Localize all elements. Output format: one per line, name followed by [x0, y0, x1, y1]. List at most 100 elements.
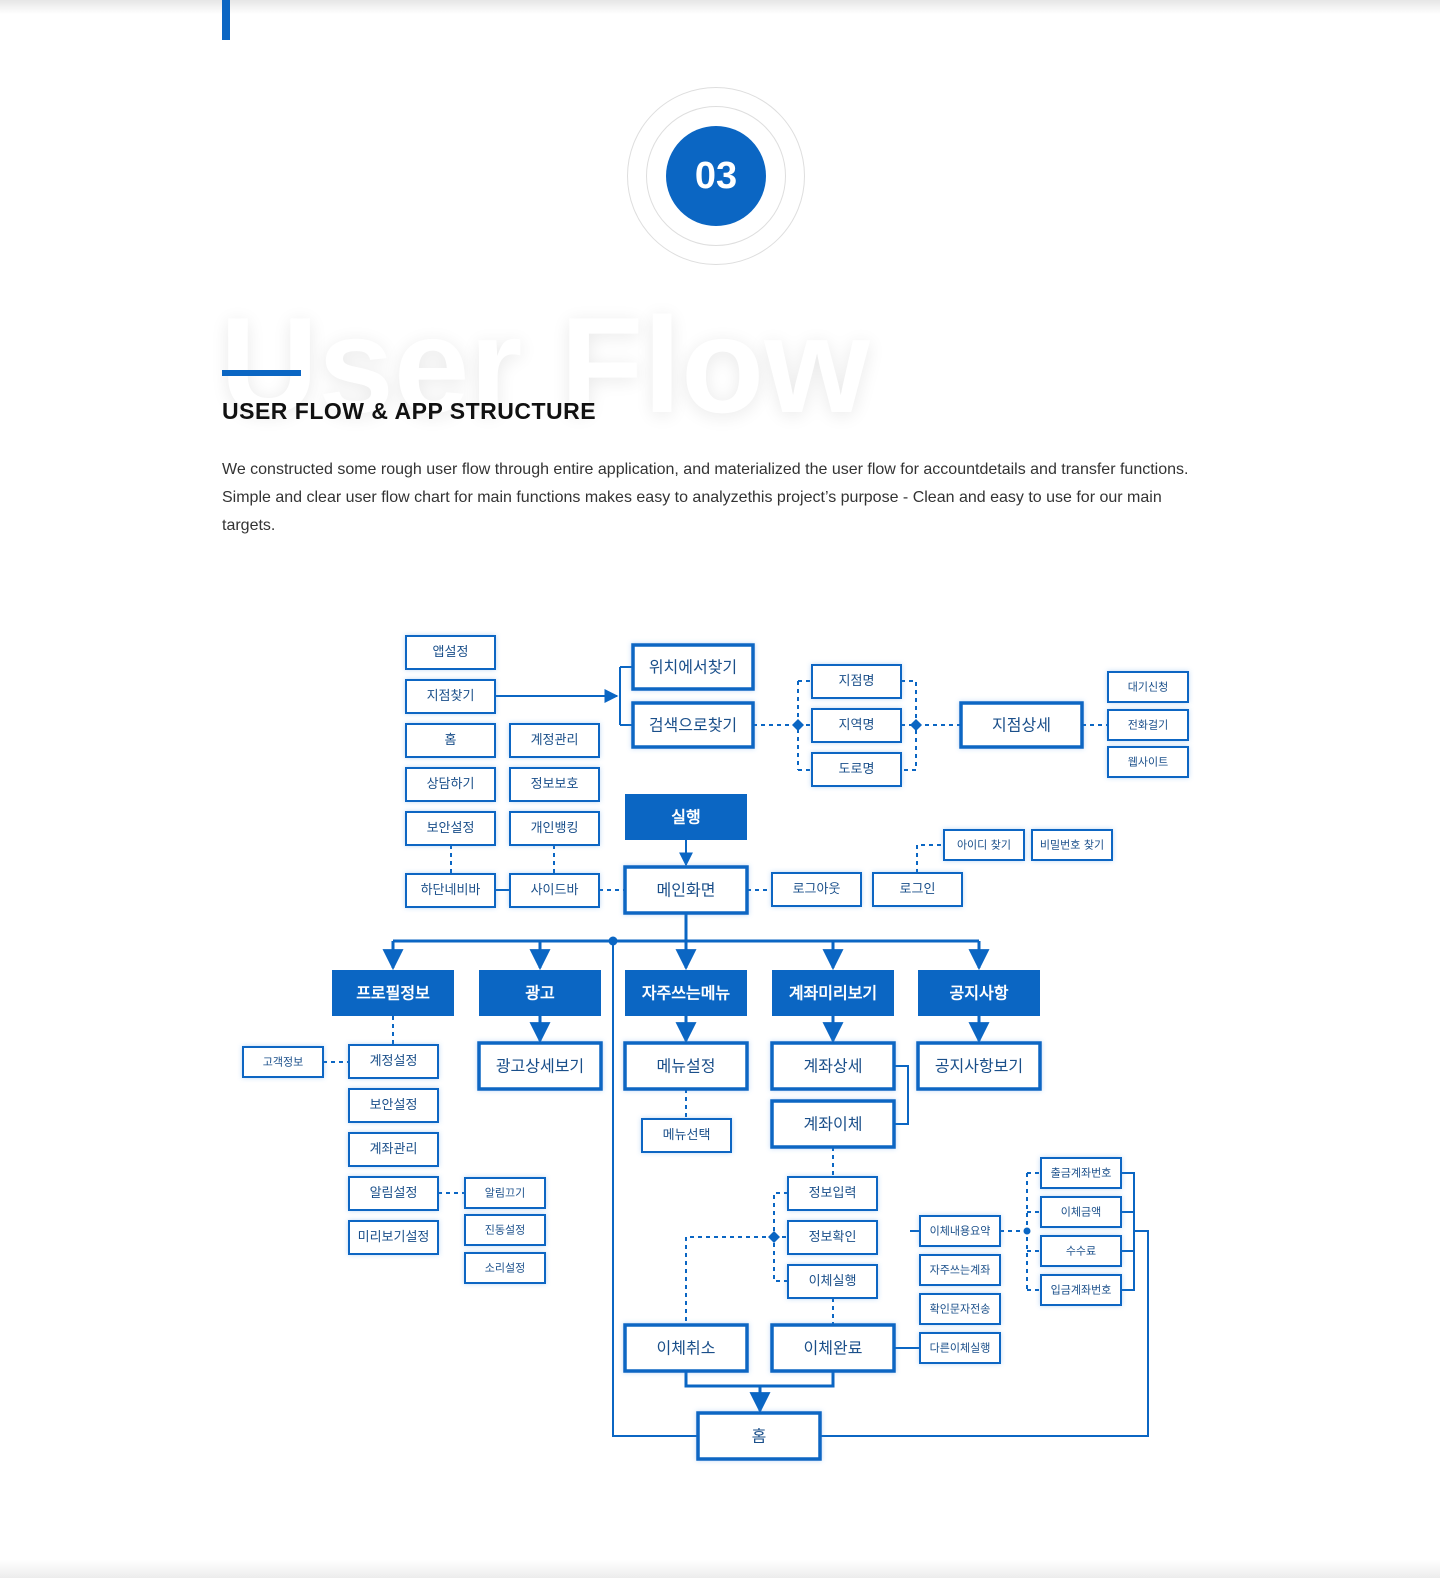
flow-node-menu-select: 메뉴선택 — [641, 1118, 732, 1153]
flow-node-ad-detail: 광고상세보기 — [477, 1041, 603, 1091]
flow-node-label: 보안설정 — [427, 821, 475, 836]
flow-node-account-manage: 계정관리 — [509, 723, 600, 758]
flow-node-label: 앱설정 — [433, 645, 469, 660]
flow-node-security-setting: 보안설정 — [405, 811, 496, 846]
flow-node-label: 미리보기설정 — [358, 1230, 430, 1245]
solid-connector — [894, 1065, 909, 1125]
flow-node-home-final: 홈 — [696, 1411, 822, 1461]
flow-node-label: 로그아웃 — [793, 882, 841, 897]
flow-node-consult: 상담하기 — [405, 767, 496, 802]
flow-node-label: 지점명 — [839, 674, 875, 689]
flow-node-label: 지점찾기 — [427, 689, 475, 704]
flow-node-label: 도로명 — [839, 762, 875, 777]
flow-node-account-setting: 계정설정 — [348, 1044, 439, 1079]
flow-node-branch-detail: 지점상세 — [959, 701, 1084, 749]
flow-node-label: 이체내용요약 — [930, 1224, 991, 1238]
flow-node-transfer-summary: 이체내용요약 — [919, 1215, 1001, 1247]
flow-node-info-confirm: 정보확인 — [787, 1220, 878, 1255]
solid-connector — [1121, 1172, 1135, 1291]
flow-node-profile: 프로필정보 — [332, 970, 454, 1016]
flow-node-account-preview: 계좌미리보기 — [772, 970, 894, 1016]
flow-node-label: 소리설정 — [485, 1262, 525, 1275]
flow-node-label: 계정설정 — [370, 1054, 418, 1069]
flow-node-label: 정보보호 — [531, 777, 579, 792]
flow-node-fee: 수수료 — [1040, 1235, 1122, 1267]
flow-node-branch-find: 지점찾기 — [405, 679, 496, 714]
flow-node-label: 메인화면 — [657, 881, 716, 900]
flow-node-find-password: 비밀번호 찾기 — [1031, 829, 1113, 861]
flow-node-label: 다른이체실행 — [930, 1342, 991, 1355]
flow-node-transfer-amount: 이체금액 — [1040, 1196, 1122, 1228]
flow-node-label: 계좌미리보기 — [789, 984, 877, 1003]
title-accent-bar — [222, 370, 301, 376]
section-number-ring-outer — [627, 87, 805, 265]
flow-node-label: 개인뱅킹 — [531, 821, 579, 836]
flow-node-notification-off: 알림끄기 — [464, 1177, 546, 1209]
flow-node-customer-info: 고객정보 — [242, 1046, 324, 1078]
flow-node-bottom-nav: 하단네비바 — [405, 873, 496, 908]
flow-node-label: 광고 — [525, 984, 555, 1003]
connector-junction-dot — [910, 719, 922, 731]
flow-node-label: 하단네비바 — [421, 883, 481, 898]
bottom-shadow — [0, 1560, 1440, 1578]
flow-node-account-management: 계좌관리 — [348, 1132, 439, 1167]
top-accent-bar — [222, 0, 230, 40]
flow-node-label: 정보입력 — [809, 1186, 857, 1201]
flow-node-call: 전화걸기 — [1107, 709, 1189, 741]
flow-node-road-name: 도로명 — [811, 752, 902, 787]
flow-node-find-by-location: 위치에서찾기 — [631, 643, 755, 691]
solid-connector — [820, 1230, 1149, 1437]
flow-node-label: 광고상세보기 — [496, 1057, 584, 1076]
flow-node-label: 비밀번호 찾기 — [1040, 839, 1104, 852]
flow-node-label: 대기신청 — [1128, 681, 1168, 694]
flow-node-transfer-execute: 이체실행 — [787, 1264, 878, 1299]
flow-node-label: 진동설정 — [485, 1224, 525, 1237]
flow-node-label: 이체취소 — [657, 1339, 716, 1358]
flow-node-logout: 로그아웃 — [771, 872, 862, 907]
flow-node-label: 메뉴선택 — [663, 1128, 711, 1143]
flow-node-label: 자주쓰는메뉴 — [642, 984, 731, 1003]
flow-node-frequent-menu: 자주쓰는메뉴 — [625, 970, 747, 1016]
flow-node-label: 홈 — [445, 733, 457, 748]
flow-node-label: 사이드바 — [531, 883, 579, 898]
flow-node-label: 계좌관리 — [370, 1142, 418, 1157]
top-shadow — [0, 0, 1440, 14]
flow-node-label: 상담하기 — [427, 777, 475, 792]
flow-node-website: 웹사이트 — [1107, 746, 1189, 778]
flow-node-label: 자주쓰는계좌 — [930, 1264, 991, 1277]
flow-node-run: 실행 — [625, 794, 747, 840]
flow-node-branch-name: 지점명 — [811, 664, 902, 699]
flow-node-deposit-account: 입금계좌번호 — [1040, 1274, 1122, 1306]
flow-node-label: 로그인 — [900, 882, 936, 897]
section-description: We constructed some rough user flow thro… — [222, 461, 1189, 534]
flow-node-region-name: 지역명 — [811, 708, 902, 743]
flow-node-label: 계정관리 — [531, 733, 579, 748]
flow-node-vibration-setting: 진동설정 — [464, 1214, 546, 1246]
flow-node-app-settings: 앱설정 — [405, 635, 496, 670]
flow-node-label: 계좌상세 — [804, 1057, 863, 1076]
flow-node-label: 프로필정보 — [356, 984, 430, 1003]
flow-node-find-by-search: 검색으로찾기 — [631, 701, 755, 749]
flow-node-label: 이체금액 — [1061, 1206, 1101, 1219]
flow-node-notice: 공지사항 — [918, 970, 1040, 1016]
flow-node-find-id: 아이디 찾기 — [943, 829, 1025, 861]
solid-connector — [684, 1371, 835, 1388]
flow-node-other-transfer: 다른이체실행 — [919, 1332, 1001, 1364]
flow-node-label: 홈 — [752, 1427, 767, 1446]
section-number: 03 — [666, 126, 766, 226]
flow-node-info-input: 정보입력 — [787, 1176, 878, 1211]
ghost-title: User Flow — [220, 289, 870, 441]
flow-node-label: 확인문자전송 — [930, 1303, 991, 1316]
section-title: USER FLOW & APP STRUCTURE — [222, 398, 597, 424]
flow-node-label: 출금계좌번호 — [1051, 1167, 1112, 1180]
flow-node-label: 정보확인 — [809, 1230, 857, 1245]
flow-node-label: 계좌이체 — [804, 1115, 863, 1134]
dashed-connector — [685, 1236, 774, 1325]
flow-node-frequent-account: 자주쓰는계좌 — [919, 1254, 1001, 1286]
flow-node-label: 검색으로찾기 — [649, 716, 737, 735]
flow-node-notification-setting: 알림설정 — [348, 1176, 439, 1211]
flow-node-notice-view: 공지사항보기 — [916, 1041, 1042, 1091]
flow-node-label: 공지사항보기 — [935, 1057, 1023, 1076]
flow-node-withdraw-account: 출금계좌번호 — [1040, 1157, 1122, 1189]
